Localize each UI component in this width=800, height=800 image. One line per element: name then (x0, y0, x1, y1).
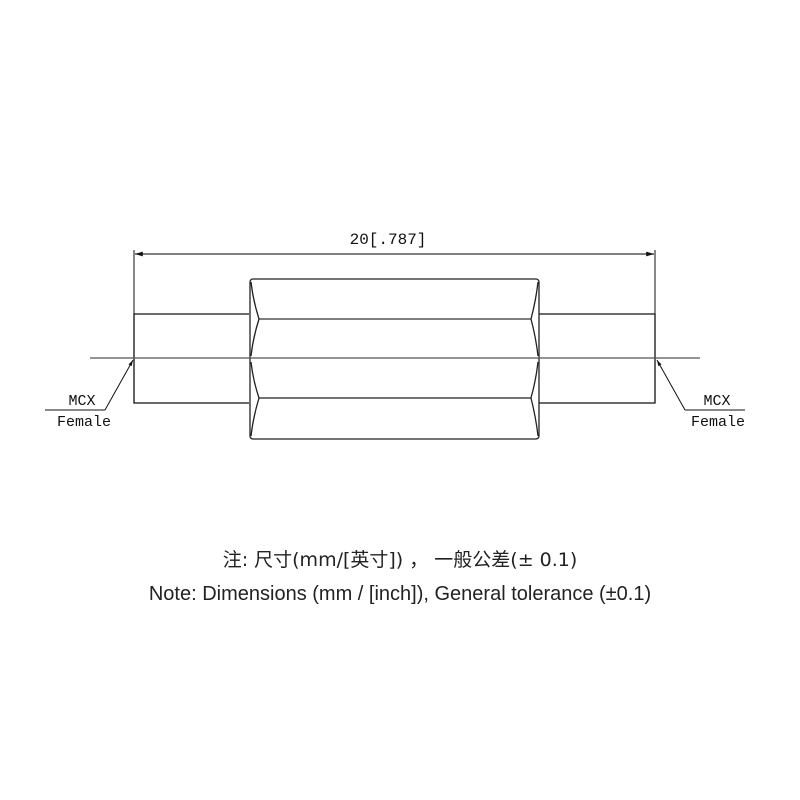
note-chinese: 注: 尺寸(mm/[英寸]) ， 一般公差(± 0.1) (222, 549, 578, 571)
right-connector-gender: Female (691, 414, 745, 431)
left-connector-type: MCX (68, 393, 95, 410)
extension-lines (133, 250, 656, 314)
hex-body (249, 278, 540, 440)
overall-dimension-label: 20[.787] (350, 231, 427, 249)
right-leader (656, 359, 745, 411)
left-leader (45, 359, 134, 411)
right-connector-type: MCX (703, 393, 730, 410)
left-connector-gender: Female (57, 414, 111, 431)
note-english: Note: Dimensions (mm / [inch]), General … (148, 583, 652, 605)
